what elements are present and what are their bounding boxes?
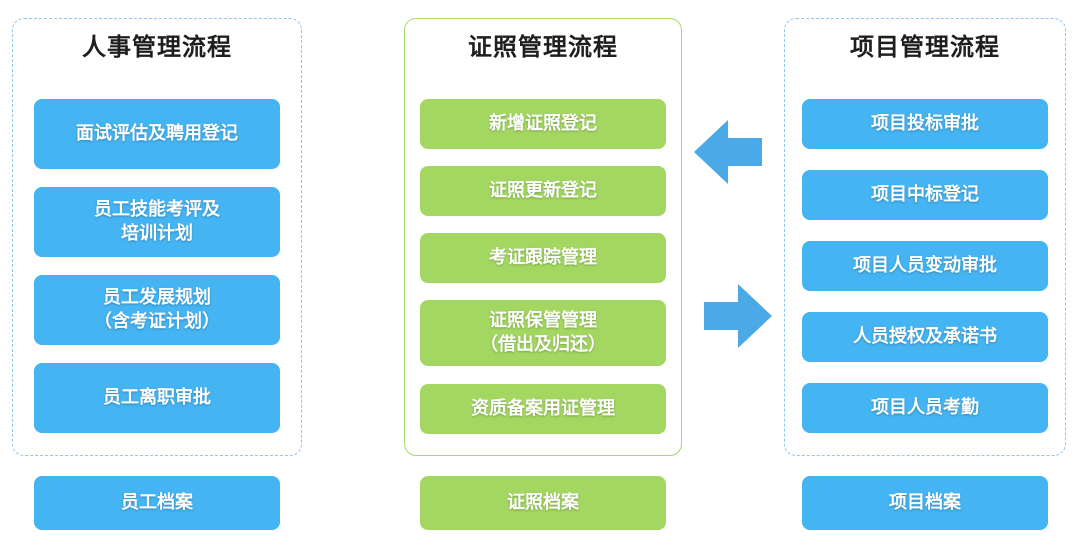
cert-archive-box[interactable]: 证照档案 (420, 476, 666, 530)
cert-process-title: 证照管理流程 (468, 33, 618, 61)
hr-process-panel: 人事管理流程 (12, 18, 302, 456)
project-step-staff-change-approval[interactable]: 项目人员变动审批 (802, 241, 1048, 291)
hr-process-title: 人事管理流程 (82, 33, 232, 61)
hr-archive-box[interactable]: 员工档案 (34, 476, 280, 530)
project-process-title: 项目管理流程 (850, 33, 1000, 61)
project-step-win-registration[interactable]: 项目中标登记 (802, 170, 1048, 220)
hr-step-interview[interactable]: 面试评估及聘用登记 (34, 99, 280, 169)
cert-step-qualification-filing[interactable]: 资质备案用证管理 (420, 384, 666, 434)
arrow-left-icon (694, 120, 762, 184)
hr-step-development-plan[interactable]: 员工发展规划 （含考证计划） (34, 275, 280, 345)
hr-step-resignation[interactable]: 员工离职审批 (34, 363, 280, 433)
project-step-bid-approval[interactable]: 项目投标审批 (802, 99, 1048, 149)
project-process-panel: 项目管理流程 (784, 18, 1066, 456)
project-archive-box[interactable]: 项目档案 (802, 476, 1048, 530)
cert-step-new-registration[interactable]: 新增证照登记 (420, 99, 666, 149)
project-step-attendance[interactable]: 项目人员考勤 (802, 383, 1048, 433)
arrow-right-icon (704, 284, 772, 348)
project-step-authorization[interactable]: 人员授权及承诺书 (802, 312, 1048, 362)
cert-process-panel: 证照管理流程 (404, 18, 682, 456)
cert-step-update-registration[interactable]: 证照更新登记 (420, 166, 666, 216)
cert-step-exam-tracking[interactable]: 考证跟踪管理 (420, 233, 666, 283)
hr-step-skill-evaluation[interactable]: 员工技能考评及 培训计划 (34, 187, 280, 257)
cert-step-custody[interactable]: 证照保管管理 （借出及归还） (420, 300, 666, 366)
